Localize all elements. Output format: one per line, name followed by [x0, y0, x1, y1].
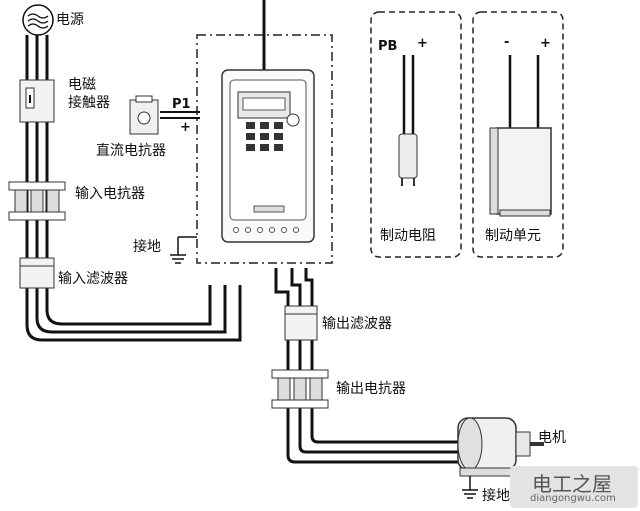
- input-reactor-label: 输入电抗器: [75, 186, 145, 202]
- watermark-url: diangongwu.com: [530, 493, 616, 504]
- brake-unit-icon: [489, 55, 552, 217]
- input-lines: [25, 35, 242, 342]
- inverter-icon: [221, 69, 315, 243]
- watermark-title: 电工之屋: [532, 472, 612, 496]
- ground-icon: [170, 236, 197, 264]
- brake-unit-label: 制动单元: [485, 228, 541, 244]
- brake-resistor-enclosure: [370, 11, 462, 258]
- brake-unit-minus-label: -: [504, 35, 510, 50]
- brake-plus-label: +: [417, 36, 428, 51]
- output-filter-icon: [284, 305, 318, 341]
- brake-unit-enclosure: [472, 11, 564, 258]
- dc-plus-label: +: [180, 120, 191, 135]
- output-lines: [274, 268, 462, 464]
- pb-label: PB: [378, 39, 398, 54]
- dc-reactor-icon: [129, 95, 159, 135]
- power-source-label: 电源: [56, 12, 84, 28]
- p1-label: P1: [172, 97, 191, 112]
- output-filter-label: 输出滤波器: [322, 316, 392, 332]
- output-reactor-icon: [271, 369, 329, 409]
- contactor-label: 电磁 接触器: [68, 77, 110, 111]
- input-reactor-icon: [8, 181, 66, 221]
- watermark: 电工之屋 diangongwu.com: [510, 466, 638, 508]
- inverter-enclosure: [196, 34, 333, 264]
- power-source-icon: [22, 4, 54, 36]
- ground-label: 接地: [133, 239, 161, 255]
- brake-unit-plus-label: +: [540, 36, 551, 51]
- motor-icon: [457, 417, 544, 477]
- dc-reactor-label: 直流电抗器: [96, 143, 166, 159]
- motor-label: 电机: [538, 430, 566, 446]
- input-filter-label: 输入滤波器: [58, 271, 128, 287]
- motor-ground-label: 接地: [482, 488, 510, 504]
- output-reactor-label: 输出电抗器: [336, 381, 406, 397]
- input-filter-icon: [19, 257, 55, 289]
- motor-ground-icon: [462, 476, 478, 499]
- dc-reactor-lines: [160, 111, 200, 119]
- brake-resistor-label: 制动电阻: [380, 228, 436, 244]
- contactor-icon: [19, 79, 55, 123]
- brake-resistor-icon: [398, 55, 418, 186]
